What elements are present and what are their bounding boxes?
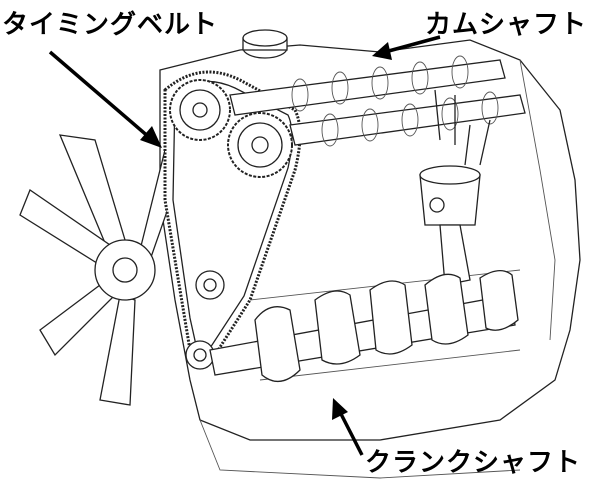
camshafts xyxy=(229,55,526,147)
camshaft-label: カムシャフト xyxy=(425,10,588,40)
cooling-fan xyxy=(19,134,186,406)
label-arrows xyxy=(48,35,441,456)
piston-assembly xyxy=(419,89,491,286)
cam-gears xyxy=(169,79,293,370)
crankshaft xyxy=(209,270,519,382)
timing-belt-label: タイミングベルト xyxy=(2,10,219,40)
engine-block xyxy=(159,29,581,479)
crankshaft-label: クランクシャフト xyxy=(365,448,582,478)
